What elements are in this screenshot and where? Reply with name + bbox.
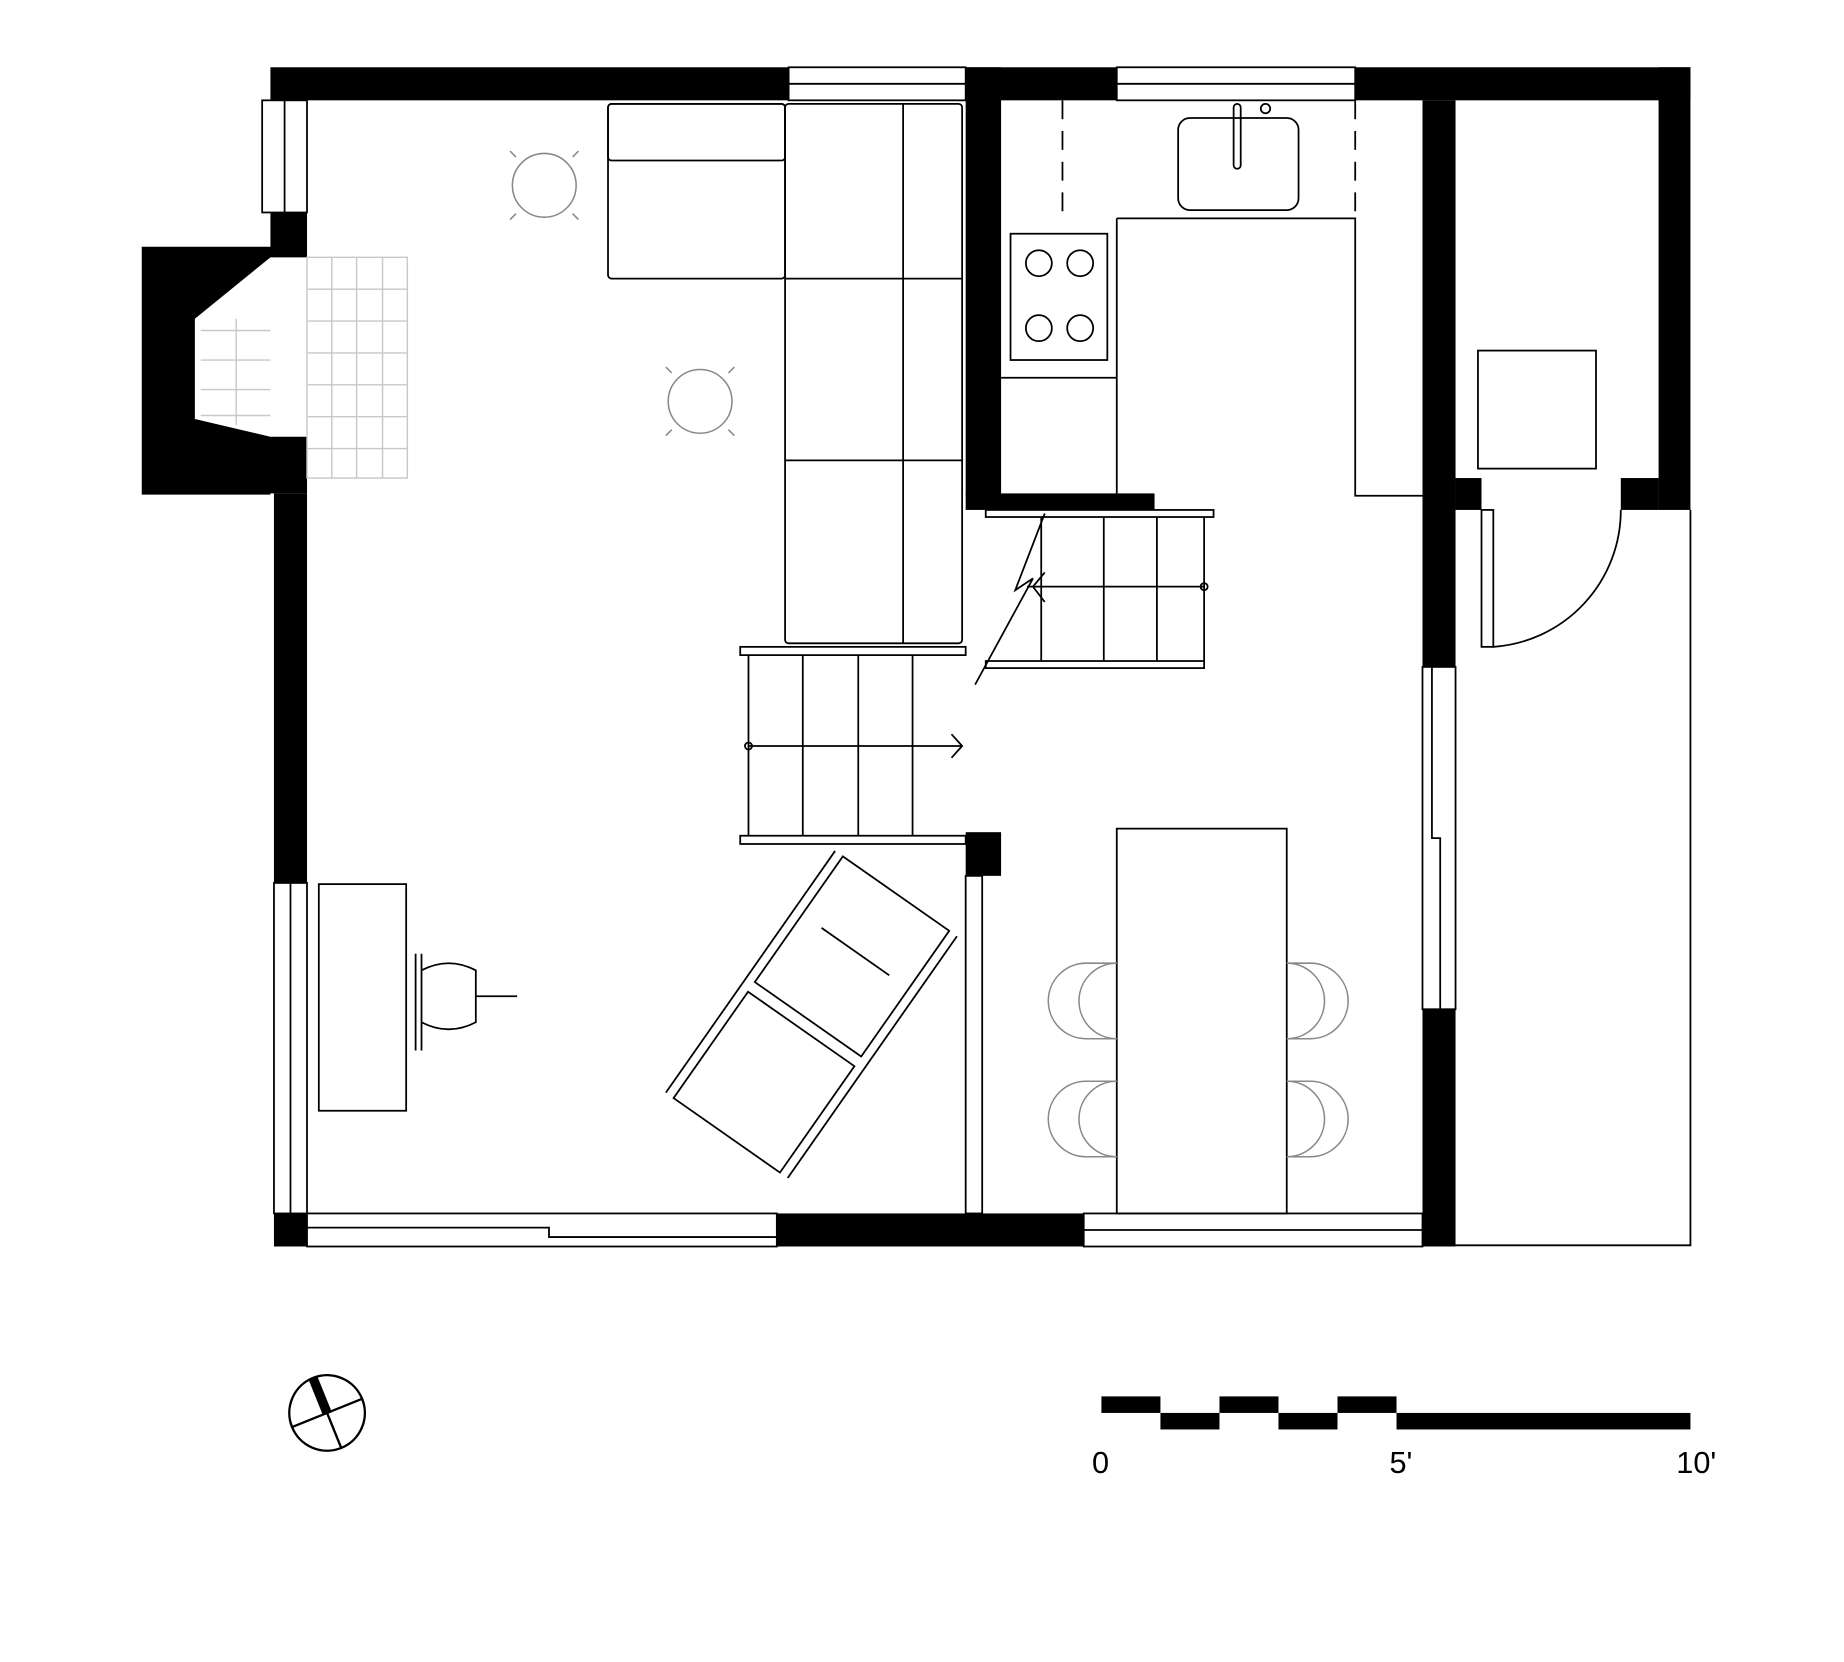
scale-label-0: 0 — [1092, 1445, 1109, 1480]
dining-set — [1047, 827, 1349, 1215]
windows — [261, 66, 1457, 1248]
lounge-chairs — [665, 850, 958, 1179]
stools — [509, 150, 735, 437]
entry-door[interactable] — [1480, 509, 1622, 648]
kitchen — [1001, 100, 1423, 497]
scale-label-5: 5' — [1389, 1445, 1412, 1480]
stairs-upper — [974, 509, 1215, 686]
north-arrow-icon — [288, 1373, 367, 1452]
closet-box — [1477, 349, 1597, 470]
scale-label-10: 10' — [1676, 1445, 1716, 1480]
hearth — [306, 256, 409, 479]
walls — [270, 67, 1691, 1247]
scale-bar: 0 5' 10' — [1092, 1396, 1716, 1480]
fireplace — [141, 212, 308, 495]
deck — [1455, 509, 1692, 1247]
desk — [317, 883, 518, 1112]
stairs-lower — [739, 645, 967, 845]
stove — [1009, 232, 1109, 361]
sink — [1177, 117, 1300, 211]
sofa — [607, 102, 964, 645]
